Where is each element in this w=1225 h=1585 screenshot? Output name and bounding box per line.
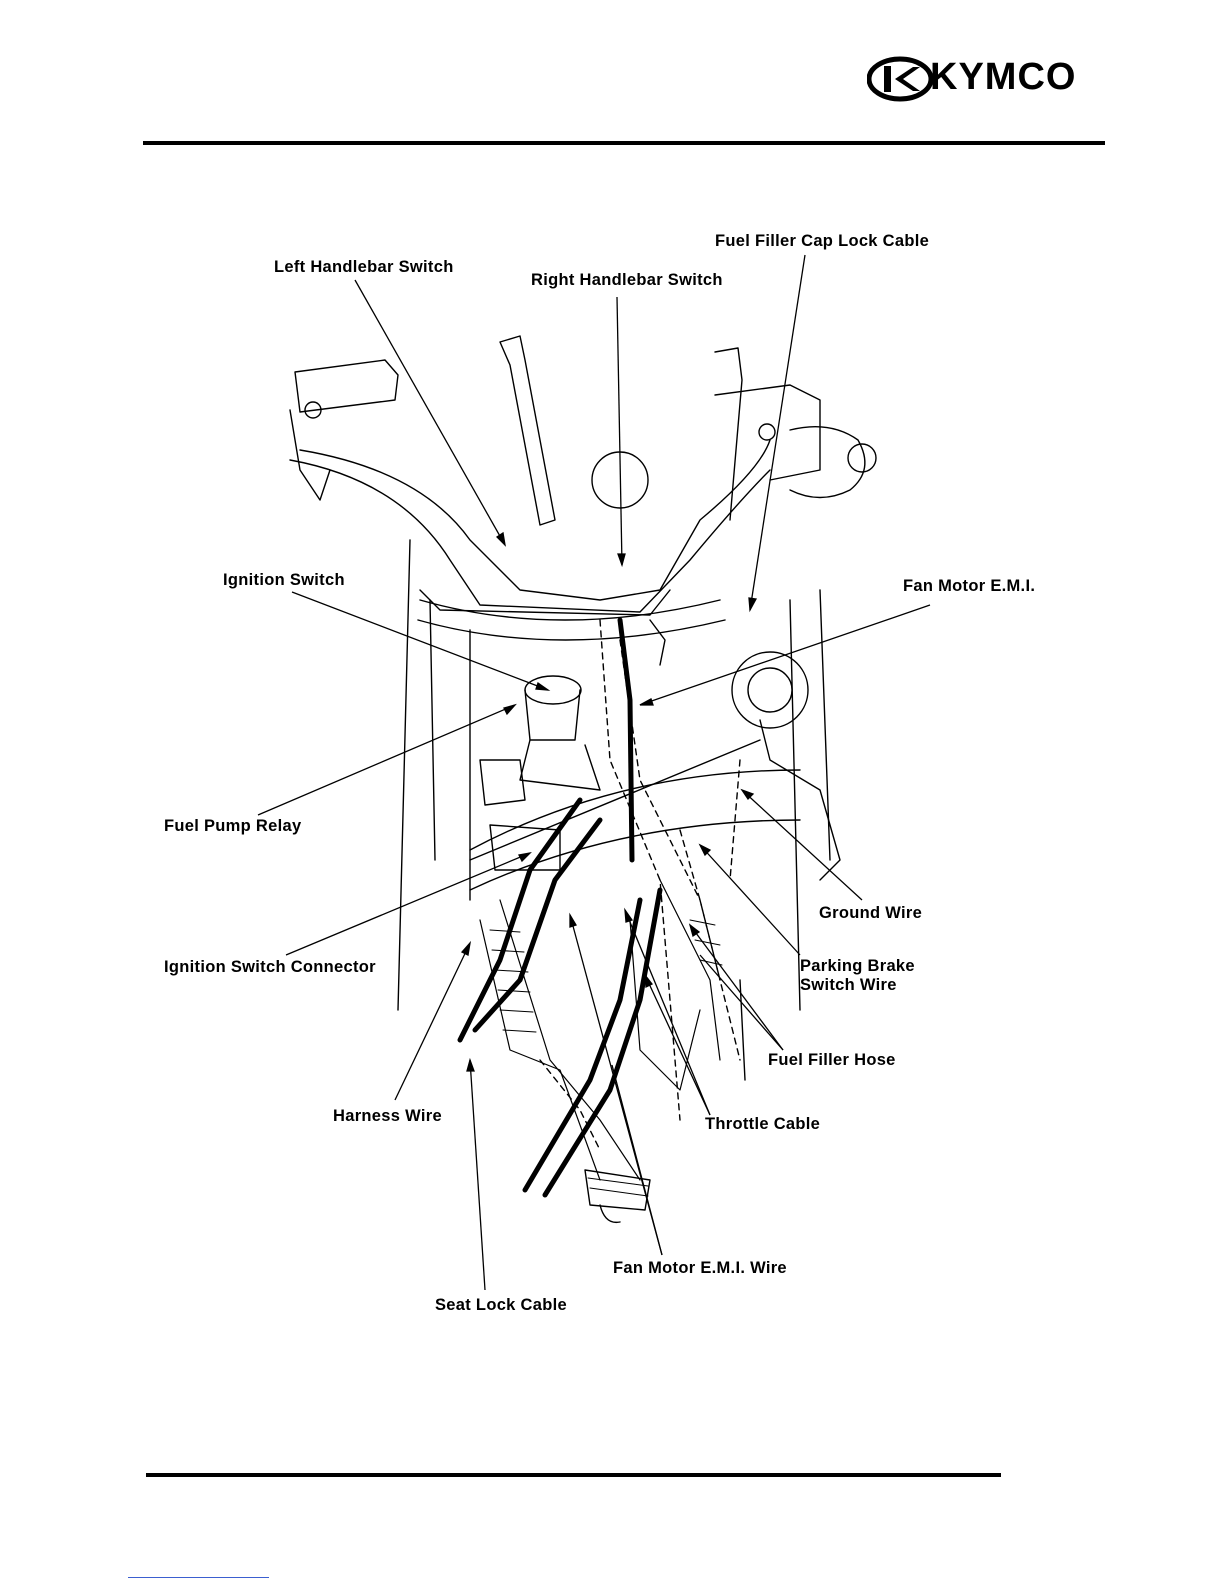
label-harness-wire: Harness Wire — [333, 1107, 442, 1126]
label-parking-brake-switch-wire-line2: Switch Wire — [800, 976, 897, 995]
label-left-handlebar-switch: Left Handlebar Switch — [274, 258, 454, 277]
leader-parking-brake-switch-wire — [700, 845, 800, 955]
leader-harness-wire — [395, 943, 470, 1100]
label-parking-brake-switch-wire-line1: Parking Brake — [800, 957, 915, 976]
leader-seat-lock-cable — [467, 1060, 485, 1290]
label-ignition-switch-connector: Ignition Switch Connector — [164, 958, 376, 977]
label-fuel-filler-hose: Fuel Filler Hose — [768, 1051, 896, 1070]
label-fuel-pump-relay: Fuel Pump Relay — [164, 817, 301, 836]
leader-right-handlebar-switch — [617, 297, 625, 565]
leader-fuel-filler-cap-lock-cable — [749, 255, 805, 610]
label-ignition-switch: Ignition Switch — [223, 571, 345, 590]
label-fuel-filler-cap-lock-cable: Fuel Filler Cap Lock Cable — [715, 232, 929, 251]
thick-wires-drawing — [460, 620, 660, 1195]
leader-fan-motor-emi — [640, 605, 930, 705]
label-ground-wire: Ground Wire — [819, 904, 922, 923]
leader-fuel-filler-hose — [690, 925, 783, 1050]
leader-left-handlebar-switch — [355, 280, 505, 545]
leader-fuel-pump-relay — [258, 705, 515, 815]
label-throttle-cable: Throttle Cable — [705, 1115, 820, 1134]
label-fan-motor-emi-wire: Fan Motor E.M.I. Wire — [613, 1259, 787, 1278]
leader-ignition-switch-connector — [286, 853, 530, 955]
frame-drawing — [398, 540, 830, 1080]
handlebar-drawing — [290, 336, 876, 640]
label-seat-lock-cable: Seat Lock Cable — [435, 1296, 567, 1315]
footer-link-underline[interactable] — [128, 1577, 269, 1578]
leader-ground-wire — [742, 790, 862, 900]
label-right-handlebar-switch: Right Handlebar Switch — [531, 271, 723, 290]
label-fan-motor-emi: Fan Motor E.M.I. — [903, 577, 1035, 596]
footer-rule — [146, 1473, 1001, 1477]
